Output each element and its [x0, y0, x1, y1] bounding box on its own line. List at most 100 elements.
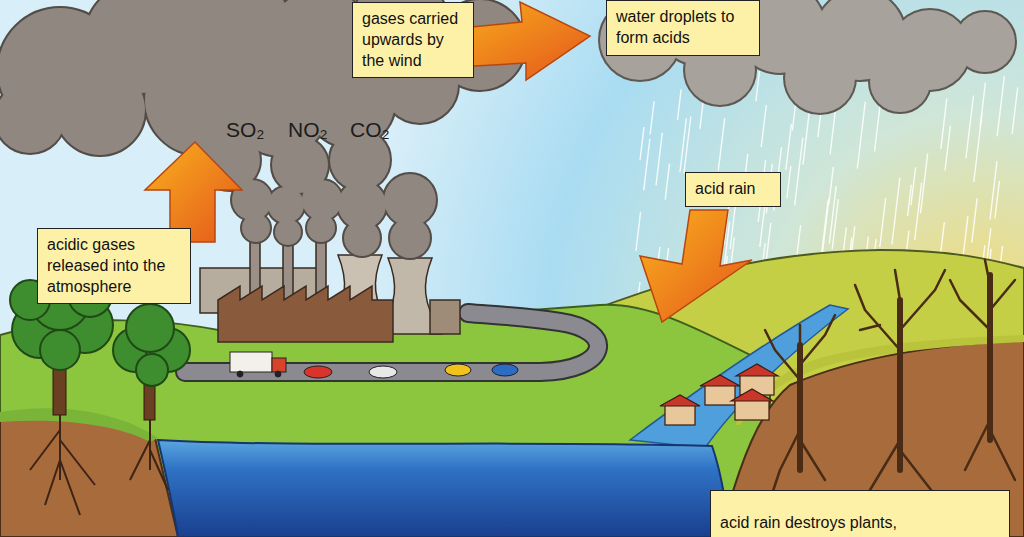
- rain-cloud-part: [600, 0, 1015, 113]
- smoke-cloud-part-part: [242, 214, 270, 242]
- rain-streak: [829, 186, 836, 244]
- rain-cloud-part-part: [870, 52, 930, 112]
- rain-streak: [650, 101, 654, 134]
- rain-streak: [665, 164, 669, 200]
- dead-trees-part-part: [965, 420, 1015, 480]
- vehicles-part: [369, 366, 397, 378]
- rain-streak: [880, 198, 886, 247]
- smoke-cloud: [0, 0, 525, 258]
- smoke-cloud-part-part: [0, 83, 65, 153]
- healthy-trees-part-part: [136, 354, 168, 386]
- rain-streak: [786, 124, 792, 170]
- rain-streak: [821, 201, 828, 260]
- houses-part: [736, 364, 778, 376]
- rain-streak: [966, 96, 974, 159]
- gas-formula: CO₂: [350, 118, 390, 142]
- river: [630, 305, 848, 448]
- vehicles-part: [272, 358, 286, 372]
- rain-streak: [908, 185, 912, 216]
- rain-streak: [795, 138, 803, 206]
- houses-part: [731, 389, 773, 401]
- caption-text: acidic gases released into the atmospher…: [47, 235, 181, 297]
- smoke-cloud-part-part: [242, 214, 270, 242]
- rain-streak: [640, 127, 644, 160]
- rain-streak: [644, 139, 650, 191]
- rain-streak: [678, 90, 682, 120]
- houses-part: [700, 375, 740, 386]
- smoke-cloud-part-part: [268, 187, 304, 223]
- smoke-cloud-part-part: [302, 180, 342, 220]
- factory-part: [430, 300, 460, 334]
- rain-streak: [921, 153, 928, 213]
- rain-streak: [730, 205, 735, 249]
- houses-part: [660, 395, 700, 406]
- rain-streak: [636, 212, 641, 251]
- rain-streak: [945, 126, 950, 171]
- rain-streak: [832, 199, 838, 249]
- smoke-cloud-part: [0, 0, 525, 258]
- caption-text: water droplets to form acids: [616, 7, 750, 49]
- rain-streak: [857, 102, 865, 169]
- smoke-cloud-part-part: [344, 220, 380, 256]
- rain-cloud-part-part: [955, 12, 1015, 72]
- rain-streak: [803, 108, 810, 165]
- dead-trees-part-part: [765, 315, 835, 380]
- caption-text: acid rain: [695, 179, 771, 200]
- houses: [660, 364, 778, 425]
- lake: [158, 440, 730, 537]
- smoke-cloud-part-part: [390, 218, 430, 258]
- rain-streak: [787, 166, 791, 198]
- rain-streak: [875, 103, 881, 151]
- smoke-cloud-part-part: [307, 214, 335, 242]
- caption-box: water droplets to form acids: [606, 0, 760, 56]
- gas-formula: SO₂: [226, 118, 265, 142]
- rain-streak: [1012, 87, 1018, 134]
- dead-trees: [765, 260, 1015, 525]
- smoke-cloud-part-part: [275, 219, 301, 245]
- healthy-trees-part-part: [40, 330, 80, 370]
- vehicles-part: [492, 364, 518, 376]
- rain-streak: [997, 76, 1004, 137]
- rain-streak: [972, 199, 977, 243]
- rain-cloud-part-part: [870, 52, 930, 112]
- rain-streak: [974, 113, 982, 182]
- caption-box: gases carried upwards by the wind: [352, 2, 474, 78]
- dead-trees-part-part: [987, 275, 993, 440]
- dead-trees-part: [765, 260, 1015, 525]
- factory-part: [218, 286, 393, 342]
- rain-streak: [941, 98, 947, 149]
- rain-cloud-part-part: [785, 43, 855, 113]
- rain-cloud-part-part: [955, 12, 1015, 72]
- rain-cloud-part: [600, 0, 1015, 113]
- dead-trees-part-part: [950, 260, 1015, 330]
- caption-text: acid rain destroys plants,: [720, 513, 1000, 534]
- rain-streak: [892, 178, 900, 245]
- caption-text: gases carried upwards by the wind: [362, 9, 464, 71]
- left-grass-edge: [0, 408, 158, 442]
- smoke-cloud-part-part: [307, 214, 335, 242]
- rain-streak: [822, 198, 829, 259]
- vehicles-part: [304, 366, 332, 378]
- caption-box: acid rain: [685, 172, 781, 207]
- smoke-cloud-part-part: [344, 220, 380, 256]
- smoke-cloud-part: [0, 0, 525, 258]
- vehicles-part: [230, 352, 272, 372]
- vehicles-part: [445, 364, 471, 376]
- smoke-cloud-part-part: [390, 218, 430, 258]
- caption-box: acid rain destroys plants,: [710, 490, 1010, 537]
- rain-streak: [830, 108, 836, 154]
- healthy-trees-part-part: [126, 304, 174, 352]
- process-arrows-part: [640, 210, 752, 322]
- rain-streak: [656, 133, 662, 185]
- healthy-trees: [10, 270, 190, 515]
- rain-streak: [911, 167, 916, 205]
- dead-trees-part-part: [855, 270, 945, 350]
- healthy-trees-part-part: [130, 410, 168, 490]
- houses-part: [705, 385, 735, 405]
- caption-box: acidic gases released into the atmospher…: [37, 228, 191, 304]
- rain-cloud: [600, 0, 1015, 113]
- rain-streak: [995, 181, 1000, 219]
- houses-part: [735, 400, 769, 420]
